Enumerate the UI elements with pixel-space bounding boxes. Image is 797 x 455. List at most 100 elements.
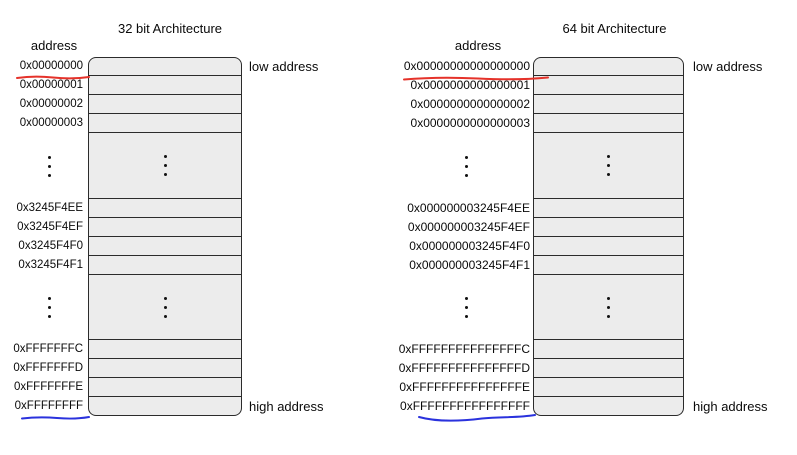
address-label: 0x0000000000000002 xyxy=(410,97,530,111)
side-spacer xyxy=(684,340,693,359)
memory-cell xyxy=(533,256,684,275)
side-spacer xyxy=(684,133,693,199)
side-spacer xyxy=(242,378,249,397)
side-spacer xyxy=(684,237,693,256)
address-ellipsis xyxy=(0,275,88,340)
side-spacer xyxy=(242,359,249,378)
memory-cell xyxy=(88,199,242,218)
memory-row: 0x00000000000000000 low address xyxy=(398,57,767,76)
memory-row: 0xFFFFFFFF high address xyxy=(0,397,323,416)
address-label: 0x0000000000000003 xyxy=(410,116,530,130)
memory-cell xyxy=(88,340,242,359)
vertical-ellipsis-icon xyxy=(607,296,610,318)
diagram-title-64bit: 64 bit Architecture xyxy=(562,21,667,36)
low-address-label: low address xyxy=(693,59,763,74)
side-spacer xyxy=(242,256,249,275)
memory-cell xyxy=(88,237,242,256)
diagram-title-32bit: 32 bit Architecture xyxy=(117,21,223,36)
address-ellipsis xyxy=(398,275,533,340)
address-label: 0xFFFFFFFFFFFFFFFE xyxy=(399,380,530,394)
address-label: 0x3245F4F1 xyxy=(18,259,83,271)
address-label: 0xFFFFFFFF xyxy=(14,400,83,412)
address-column-header: address xyxy=(30,38,78,53)
side-spacer xyxy=(242,218,249,237)
address-ellipsis xyxy=(0,133,88,199)
memory-cell xyxy=(533,397,684,416)
memory-cell xyxy=(533,340,684,359)
address-label: 0x00000003 xyxy=(19,117,83,129)
side-spacer xyxy=(684,218,693,237)
memory-cell xyxy=(533,95,684,114)
address-label: 0x3245F4EE xyxy=(16,202,84,214)
memory-row: 0x000000003245F4F1 xyxy=(398,256,767,275)
vertical-ellipsis-icon xyxy=(48,155,51,177)
side-spacer xyxy=(242,237,249,256)
ellipsis-row xyxy=(0,275,323,340)
side-spacer xyxy=(242,275,249,340)
memory-row: 0x00000002 xyxy=(0,95,323,114)
address-label: 0x00000000 xyxy=(19,60,83,72)
address-label: 0xFFFFFFFFFFFFFFFF xyxy=(400,399,530,413)
memory-row: 0xFFFFFFFE xyxy=(0,378,323,397)
memory-row: 0x000000003245F4EE xyxy=(398,199,767,218)
address-label: 0x000000003245F4F1 xyxy=(409,258,530,272)
side-spacer xyxy=(684,95,693,114)
high-address-label: high address xyxy=(249,399,324,414)
address-label: 0xFFFFFFFFFFFFFFFC xyxy=(398,342,530,356)
blue-underline-stroke xyxy=(21,416,90,420)
address-label: 0x00000001 xyxy=(19,79,83,91)
ellipsis-row xyxy=(398,133,767,199)
vertical-ellipsis-icon xyxy=(163,296,167,318)
address-label: 0x3245F4F0 xyxy=(18,240,83,252)
vertical-ellipsis-icon xyxy=(464,297,468,318)
address-label: 0x0000000000000001 xyxy=(410,78,530,92)
memory-gap-cell xyxy=(533,275,684,340)
memory-row: 0x3245F4F1 xyxy=(0,256,323,275)
address-label: 0x000000003245F4EE xyxy=(407,201,530,215)
memory-row: 0x3245F4EF xyxy=(0,218,323,237)
memory-row: 0x000000003245F4EF xyxy=(398,218,767,237)
side-spacer xyxy=(242,340,249,359)
address-label: 0xFFFFFFFE xyxy=(14,381,83,393)
memory-cell xyxy=(533,378,684,397)
memory-gap-cell xyxy=(533,133,684,199)
address-label: 0x3245F4EF xyxy=(17,221,83,233)
memory-cell xyxy=(88,218,242,237)
memory-row: 0xFFFFFFFC xyxy=(0,340,323,359)
vertical-ellipsis-icon xyxy=(607,155,610,176)
memory-cell xyxy=(533,359,684,378)
memory-cell xyxy=(88,359,242,378)
side-spacer xyxy=(684,114,693,133)
memory-cell xyxy=(533,218,684,237)
memory-gap-cell xyxy=(88,275,242,340)
memory-gap-cell xyxy=(88,133,242,199)
memory-row: 0x00000001 xyxy=(0,76,323,95)
memory-row: 0xFFFFFFFFFFFFFFFD xyxy=(398,359,767,378)
high-address-label: high address xyxy=(693,399,768,414)
diagram-64bit: 64 bit Architecture address 0x0000000000… xyxy=(398,0,797,455)
memory-cell xyxy=(533,114,684,133)
side-spacer xyxy=(242,114,249,133)
memory-row: 0xFFFFFFFFFFFFFFFE xyxy=(398,378,767,397)
ellipsis-row xyxy=(398,275,767,340)
address-label: 0xFFFFFFFC xyxy=(13,343,83,355)
address-label: 0x000000003245F4EF xyxy=(407,220,530,234)
memory-row: 0xFFFFFFFD xyxy=(0,359,323,378)
address-label: 0x000000003245F4F0 xyxy=(409,239,530,253)
memory-cell xyxy=(88,256,242,275)
memory-cell xyxy=(533,199,684,218)
memory-row: 0x0000000000000002 xyxy=(398,95,767,114)
memory-cell xyxy=(533,57,684,76)
memory-row: 0x3245F4F0 xyxy=(0,237,323,256)
side-spacer xyxy=(684,76,693,95)
memory-cell xyxy=(533,76,684,95)
vertical-ellipsis-icon xyxy=(464,155,468,177)
side-spacer xyxy=(684,359,693,378)
memory-row: 0x0000000000000001 xyxy=(398,76,767,95)
address-label: 0x00000000000000000 xyxy=(403,59,530,73)
side-spacer xyxy=(684,256,693,275)
